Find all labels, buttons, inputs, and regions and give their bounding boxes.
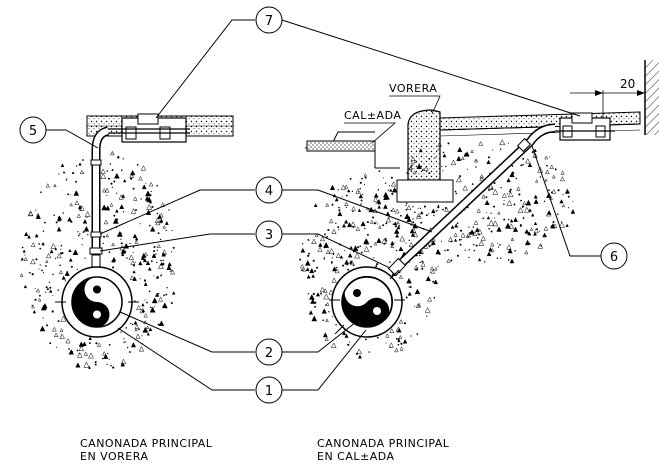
left-valve-box xyxy=(108,113,190,143)
right-valve-box xyxy=(545,112,615,141)
svg-text:6: 6 xyxy=(610,250,618,265)
dimension-20: 20 xyxy=(570,77,645,122)
svg-text:2: 2 xyxy=(265,346,273,361)
right-caption-line1: CANONADA PRINCIPAL xyxy=(317,437,450,450)
svg-text:3: 3 xyxy=(265,228,273,243)
callout-3: 3 xyxy=(255,220,283,248)
leader-lines xyxy=(46,19,601,391)
callout-2: 2 xyxy=(255,338,283,366)
calcada-label-group: CAL±ADA xyxy=(344,109,401,144)
vorera-label: VORERA xyxy=(389,82,437,95)
dimension-label: 20 xyxy=(620,77,635,91)
callout-7: 7 xyxy=(255,6,283,34)
svg-text:5: 5 xyxy=(29,124,37,139)
kerb-stone xyxy=(396,109,454,203)
calcada-label: CAL±ADA xyxy=(344,109,401,122)
callout-1: 1 xyxy=(255,376,283,404)
svg-text:1: 1 xyxy=(265,384,273,399)
callout-6: 6 xyxy=(600,242,628,270)
left-riser-pipe xyxy=(89,126,110,268)
callout-5: 5 xyxy=(19,116,47,144)
svg-text:7: 7 xyxy=(265,14,273,29)
left-main-pipe xyxy=(55,266,139,338)
svg-text:4: 4 xyxy=(265,184,273,199)
building-wall xyxy=(644,60,659,135)
soil-fill-left xyxy=(19,150,176,370)
left-caption-line1: CANONADA PRINCIPAL xyxy=(80,437,213,450)
road-surface xyxy=(305,131,400,169)
right-diagonal-pipe xyxy=(387,123,556,277)
right-main-pipe xyxy=(329,266,405,338)
right-caption-line2: EN CAL±ADA xyxy=(317,450,395,463)
left-caption-line2: EN VORERA xyxy=(80,450,148,463)
callout-4: 4 xyxy=(255,176,283,204)
vorera-label-group: VORERA xyxy=(389,82,441,115)
